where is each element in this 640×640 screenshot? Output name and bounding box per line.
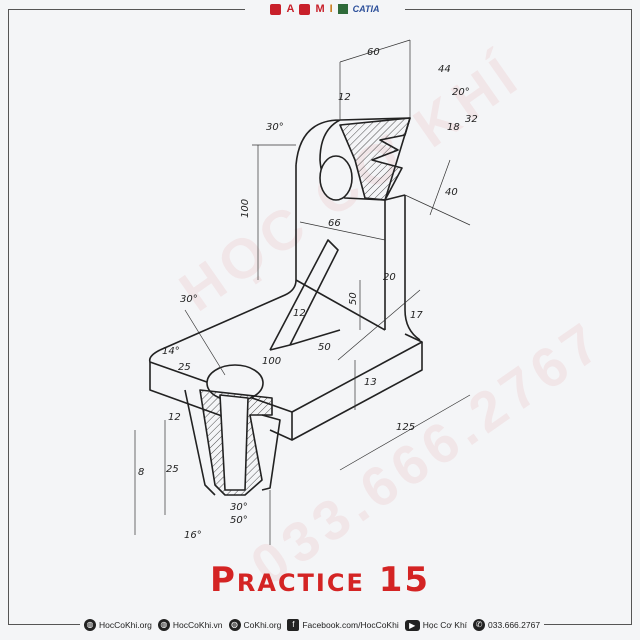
page-title: Practice 15 — [209, 560, 431, 600]
footer-label: Facebook.com/HocCoKhi — [302, 620, 399, 630]
dim-8: 8 — [138, 467, 144, 478]
revit-logo-icon — [270, 3, 282, 15]
globe-icon: ◍ — [228, 619, 241, 631]
dim-125: 125 — [396, 422, 415, 433]
footer-link-cokhi-org[interactable]: ◍CoKhi.org — [228, 619, 282, 631]
dim-13: 13 — [364, 377, 377, 388]
footer-label: HocCoKhi.org — [99, 620, 152, 630]
dim-50-height: 50 — [348, 292, 359, 305]
bottom-bore — [219, 394, 249, 491]
footer-label: Học Cơ Khí — [422, 620, 468, 630]
dim-16deg: 16° — [184, 530, 202, 541]
footer-link-hoccokhi-org[interactable]: ◍HocCoKhi.org — [84, 619, 152, 631]
autocad-logo-icon: A — [286, 3, 295, 15]
dim-30deg-top: 30° — [266, 122, 284, 133]
footer-link-hoccokhi-vn[interactable]: ◍HocCoKhi.vn — [157, 619, 223, 631]
frame-top-line-left — [8, 9, 248, 10]
dim-17: 17 — [410, 310, 423, 321]
dim-12-top: 12 — [338, 92, 351, 103]
dim-20deg: 20° — [452, 87, 470, 98]
footer-label: 033.666.2767 — [488, 620, 541, 630]
base-plate-front — [149, 342, 423, 441]
facebook-icon: f — [287, 619, 300, 631]
footer-label: HocCoKhi.vn — [172, 620, 223, 630]
top-section — [339, 117, 411, 201]
rib — [269, 239, 341, 351]
dim-30deg-left: 30° — [180, 294, 198, 305]
youtube-icon: ▶ — [404, 619, 420, 631]
dim-66: 66 — [328, 218, 341, 229]
dim-25-top: 25 — [178, 362, 191, 373]
dim-30deg-bottom: 30° — [230, 502, 248, 513]
dim-100-height: 100 — [240, 199, 251, 218]
dim-25-bottom: 25 — [166, 464, 179, 475]
dim-40: 40 — [445, 187, 458, 198]
dim-14deg: 14° — [162, 346, 180, 357]
footer-link-youtube[interactable]: ▶Học Cơ Khí — [404, 619, 468, 631]
vertical-wall — [159, 165, 421, 351]
dim-50deg: 50° — [230, 515, 248, 526]
globe-icon: ◍ — [84, 619, 96, 631]
top-bore — [319, 155, 353, 201]
dim-60: 60 — [367, 47, 380, 58]
dim-20: 20 — [383, 272, 396, 283]
dim-44: 44 — [438, 64, 451, 75]
sketchup-logo-icon — [337, 4, 348, 14]
dimension-lines — [134, 39, 471, 545]
footer-label: CoKhi.org — [243, 620, 282, 630]
globe-icon: ◍ — [157, 619, 170, 631]
dim-100: 100 — [262, 356, 281, 367]
dim-12-rib: 12 — [293, 308, 306, 319]
dim-18: 18 — [447, 122, 460, 133]
dim-32: 32 — [465, 114, 478, 125]
solidworks-logo-icon — [299, 3, 311, 15]
dim-50: 50 — [318, 342, 331, 353]
inventor-logo-icon: I — [329, 3, 333, 15]
phone-icon: ✆ — [473, 619, 486, 631]
software-logos: A M I CATIA — [245, 1, 405, 17]
mastercam-logo-icon: M — [315, 3, 325, 15]
footer-phone[interactable]: ✆033.666.2767 — [473, 619, 540, 631]
frame-top-line-right — [405, 9, 632, 10]
catia-logo: CATIA — [352, 4, 380, 14]
bottom-cone — [184, 389, 281, 496]
dim-12-bottom: 12 — [168, 412, 181, 423]
